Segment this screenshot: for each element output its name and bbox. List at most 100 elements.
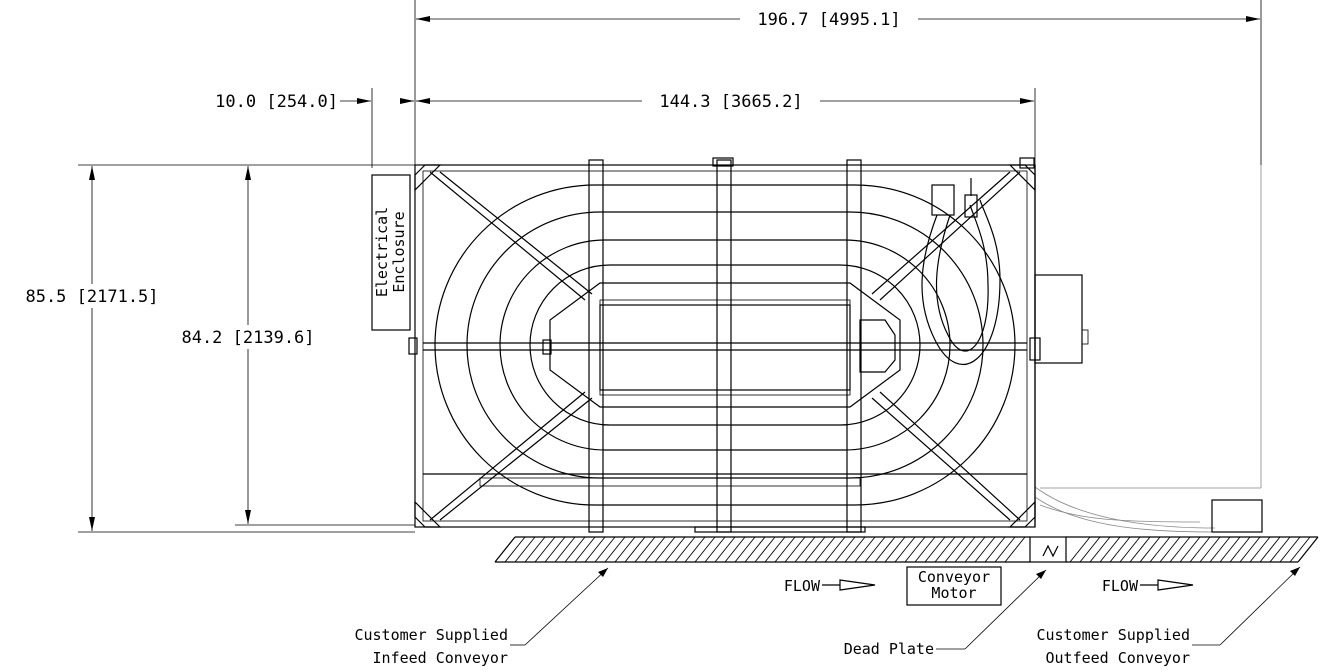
hatch-line bbox=[894, 536, 916, 563]
dimension-frame-height: 84.2 [2139.6] bbox=[158, 166, 415, 526]
outfeed-label-line1: Customer Supplied bbox=[1036, 626, 1190, 644]
overall-width-label: 196.7 [4995.1] bbox=[757, 10, 900, 30]
hatch-line bbox=[674, 536, 696, 563]
flow-left-label: FLOW bbox=[784, 577, 821, 595]
hatch-line bbox=[794, 536, 816, 563]
hatch-line bbox=[1209, 536, 1231, 563]
flow-right-label: FLOW bbox=[1102, 577, 1139, 595]
hatch-line bbox=[1189, 536, 1211, 563]
hatch-line bbox=[744, 536, 766, 563]
hatch-line bbox=[594, 536, 616, 563]
hatch-line bbox=[504, 536, 526, 563]
hatch-line bbox=[884, 536, 906, 563]
dimension-frame-width: 144.3 [3665.2] bbox=[416, 88, 1036, 165]
hatch-line bbox=[954, 536, 976, 563]
hatch-line bbox=[944, 536, 966, 563]
hatch-line bbox=[814, 536, 836, 563]
spiral-conveyor-track bbox=[434, 165, 1263, 533]
hatch-line bbox=[1289, 536, 1311, 563]
hatch-line bbox=[724, 536, 746, 563]
hatch-line bbox=[614, 536, 636, 563]
hatch-line bbox=[964, 536, 986, 563]
hatch-line bbox=[874, 536, 896, 563]
hatch-line bbox=[634, 536, 656, 563]
hatch-line bbox=[934, 536, 956, 563]
dimension-overall-width: 196.7 [4995.1] bbox=[414, 0, 1262, 165]
hatch-line bbox=[704, 536, 726, 563]
hatch-line bbox=[574, 536, 596, 563]
hatch-line bbox=[604, 536, 626, 563]
hatch-line bbox=[764, 536, 786, 563]
hatch-line bbox=[1119, 536, 1141, 563]
callout-outfeed-conveyor: Customer Supplied Outfeed Conveyor bbox=[1036, 566, 1301, 667]
hatch-line bbox=[1239, 536, 1261, 563]
hatch-line bbox=[714, 536, 736, 563]
hatch-line bbox=[1139, 536, 1161, 563]
hatch-line bbox=[974, 536, 996, 563]
dimension-enclosure-offset: 10.0 [254.0] bbox=[215, 88, 414, 168]
electrical-enclosure-label-line1: Electrical bbox=[373, 207, 391, 297]
hatch-line bbox=[824, 536, 846, 563]
dead-plate-label: Dead Plate bbox=[844, 640, 934, 658]
conveyor-motor-label-line2: Motor bbox=[931, 584, 976, 602]
hatch-line bbox=[774, 536, 796, 563]
hatch-line bbox=[804, 536, 826, 563]
floor-conveyor-hatch bbox=[494, 536, 1319, 563]
flow-arrow-right: FLOW bbox=[1102, 577, 1194, 595]
conveyor-motor-label-line1: Conveyor bbox=[918, 568, 990, 586]
hatch-line bbox=[1149, 536, 1171, 563]
flow-arrow-left: FLOW bbox=[784, 577, 876, 595]
hatch-line bbox=[1129, 536, 1151, 563]
hatch-line bbox=[1099, 536, 1121, 563]
hatch-line bbox=[1109, 536, 1131, 563]
electrical-enclosure: Electrical Enclosure bbox=[371, 174, 411, 331]
hatch-line bbox=[734, 536, 756, 563]
hatch-line bbox=[684, 536, 706, 563]
hatch-line bbox=[784, 536, 806, 563]
hatch-line bbox=[984, 536, 1006, 563]
hatch-line bbox=[1199, 536, 1221, 563]
frame-height-label: 84.2 [2139.6] bbox=[181, 328, 314, 348]
hatch-line bbox=[654, 536, 676, 563]
hatch-line bbox=[624, 536, 646, 563]
hatch-line bbox=[1004, 536, 1026, 563]
hatch-line bbox=[1259, 536, 1281, 563]
hatch-line bbox=[564, 536, 586, 563]
hatch-line bbox=[1229, 536, 1251, 563]
hatch-line bbox=[1089, 536, 1111, 563]
enclosure-offset-label: 10.0 [254.0] bbox=[215, 92, 338, 112]
hatch-line bbox=[524, 536, 546, 563]
hatch-line bbox=[664, 536, 686, 563]
dimension-overall-height: 85.5 [2171.5] bbox=[2, 164, 415, 533]
hatch-line bbox=[1169, 536, 1191, 563]
hatch-line bbox=[584, 536, 606, 563]
hatch-line bbox=[994, 536, 1016, 563]
callout-infeed-conveyor: Customer Supplied Infeed Conveyor bbox=[354, 567, 609, 667]
infeed-label-line1: Customer Supplied bbox=[354, 626, 508, 644]
hatch-line bbox=[694, 536, 716, 563]
hatch-line bbox=[1219, 536, 1241, 563]
hatch-line bbox=[854, 536, 876, 563]
hatch-line bbox=[554, 536, 576, 563]
overall-height-label: 85.5 [2171.5] bbox=[25, 287, 158, 307]
hatch-line bbox=[1069, 536, 1091, 563]
hatch-line bbox=[924, 536, 946, 563]
electrical-enclosure-label-line2: Enclosure bbox=[390, 211, 408, 292]
hatch-line bbox=[754, 536, 776, 563]
hatch-line bbox=[514, 536, 536, 563]
hatch-line bbox=[644, 536, 666, 563]
callout-dead-plate: Dead Plate bbox=[844, 569, 1047, 658]
hatch-line bbox=[1269, 536, 1291, 563]
hatch-line bbox=[914, 536, 936, 563]
frame-width-label: 144.3 [3665.2] bbox=[659, 92, 802, 112]
hatch-line bbox=[904, 536, 926, 563]
outfeed-label-line2: Outfeed Conveyor bbox=[1046, 649, 1191, 667]
hatch-line bbox=[864, 536, 886, 563]
hatch-line bbox=[1159, 536, 1181, 563]
hatch-line bbox=[544, 536, 566, 563]
hatch-line bbox=[844, 536, 866, 563]
hatch-line bbox=[1079, 536, 1101, 563]
conveyor-motor: Conveyor Motor bbox=[906, 566, 1002, 606]
hatch-line bbox=[1279, 536, 1301, 563]
